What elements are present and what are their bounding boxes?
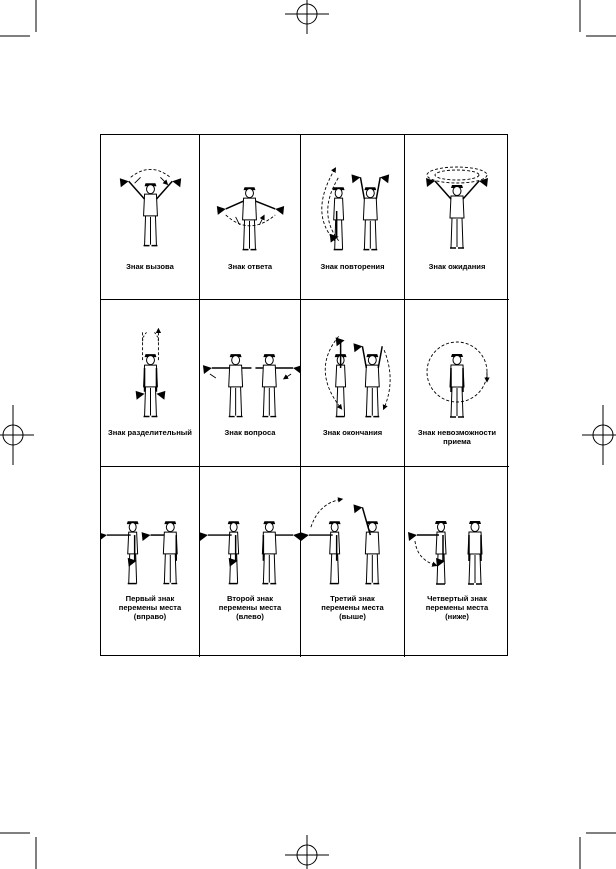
signal-cell-wait: Знак ожидания (405, 135, 509, 300)
semaphore-signals-table: Знак вызова Знак ответа Знак (100, 134, 509, 657)
registration-mark-top (285, 0, 329, 34)
signal-caption: Знак ответа (227, 262, 273, 271)
signal-cell-change-left: Второй знак перемены места (влево) (200, 467, 301, 657)
signal-cell-question: Знак вопроса (200, 300, 301, 467)
signal-caption: Знак повторения (320, 262, 385, 271)
signal-caption: Второй знак перемены места (влево) (218, 594, 282, 621)
signal-cell-separator: Знак разделительный (101, 300, 200, 467)
semaphore-change-up-figure (301, 497, 380, 585)
signal-cell-call: Знак вызова (101, 135, 200, 300)
signal-caption: Знак окончания (322, 428, 383, 437)
signal-caption: Знак ожидания (428, 262, 486, 271)
registration-mark-bottom (285, 835, 329, 869)
signal-caption: Знак разделительный (108, 428, 192, 437)
semaphore-change-down-figure (408, 520, 483, 585)
semaphore-answer-figure (216, 186, 285, 251)
signal-cell-change-up: Третий знак перемены места (выше) (301, 467, 405, 657)
signal-cell-answer: Знак ответа (200, 135, 301, 300)
semaphore-question-figure (202, 353, 300, 418)
signal-caption: Знак вопроса (224, 428, 276, 437)
signal-caption: Третий знак перемены места (выше) (321, 594, 384, 621)
semaphore-cannot-receive-figure (426, 341, 490, 418)
signal-caption: Четвертый знак перемены места (ниже) (425, 594, 489, 621)
signal-caption: Первый знак перемены места (вправо) (118, 594, 182, 621)
semaphore-end-figure (324, 336, 391, 418)
signal-caption: Знак вызова (126, 262, 174, 271)
semaphore-change-right-figure (101, 520, 178, 585)
signal-cell-change-down: Четвертый знак перемены места (ниже) (405, 467, 509, 657)
semaphore-wait-figure (426, 166, 488, 249)
signal-cell-change-right: Первый знак перемены места (вправо) (101, 467, 200, 657)
registration-mark-right (582, 405, 616, 465)
signal-caption: Знак невозможности приема (417, 428, 497, 446)
semaphore-separator-figure (135, 320, 166, 418)
signal-cell-cannot-receive: Знак невозможности приема (405, 300, 509, 467)
semaphore-call-figure (119, 168, 182, 247)
signal-cell-repeat: Знак повторения (301, 135, 405, 300)
semaphore-repeat-figure (321, 167, 390, 251)
signal-cell-end: Знак окончания (301, 300, 405, 467)
semaphore-change-left-figure (200, 520, 300, 585)
registration-mark-left (0, 405, 34, 465)
